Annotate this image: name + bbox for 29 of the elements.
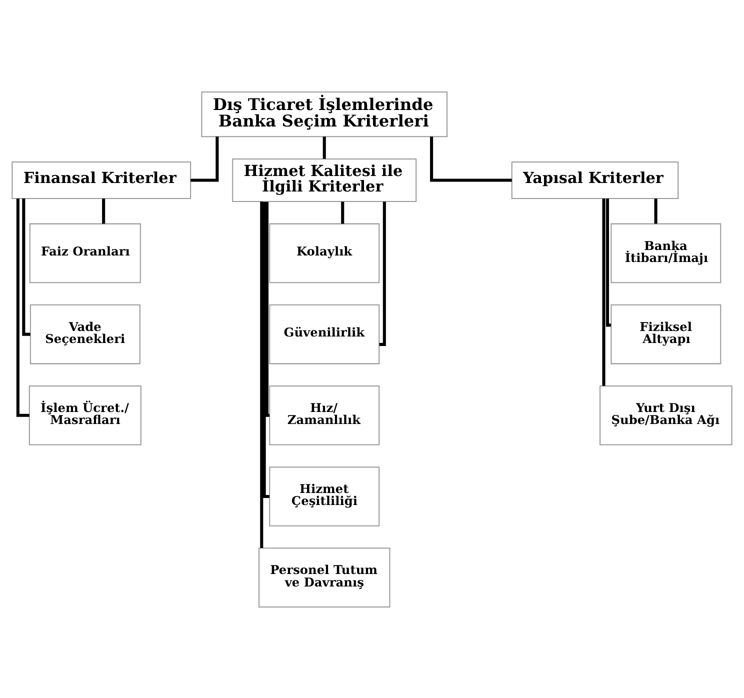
node-box: Yapısal Kriterler — [511, 160, 679, 198]
node-box: Hizmet Kalitesi ile İlgili Kriterler — [232, 158, 417, 202]
node-box: Hizmet Çeşitliliği — [269, 466, 380, 526]
connector — [16, 198, 30, 416]
connector — [260, 201, 264, 548]
node-box: Kolaylık — [269, 222, 380, 283]
node-box: Dış Ticaret İşlemlerinde Banka Seçim Kriterleri — [201, 91, 448, 137]
node-box: İşlem Ücret./ Masrafları — [28, 384, 142, 445]
node-box: Güvenilirlik — [269, 304, 380, 364]
connector — [606, 198, 611, 326]
connector — [322, 136, 326, 158]
node-box: Finansal Kriterler — [12, 160, 192, 198]
connector — [102, 198, 106, 224]
connector — [379, 201, 386, 346]
node-box: Hız/ Zamanlılık — [269, 384, 380, 445]
connector — [602, 198, 606, 386]
connector — [190, 136, 219, 182]
node-box: Faiz Oranları — [29, 222, 141, 283]
node-box: Banka İtibarı/İmajı — [610, 222, 722, 283]
connector — [341, 201, 344, 224]
connector — [265, 201, 270, 416]
node-box: Fiziksel Altyapı — [610, 304, 722, 364]
connector — [654, 198, 658, 224]
connector — [22, 198, 30, 336]
connector — [430, 136, 512, 182]
connector — [262, 201, 270, 498]
node-box: Vade Seçenekleri — [30, 304, 140, 364]
node-box: Personel Tutum ve Davranış — [258, 547, 390, 607]
node-box: Yurt Dışı Şube/Banka Ağı — [600, 384, 732, 445]
